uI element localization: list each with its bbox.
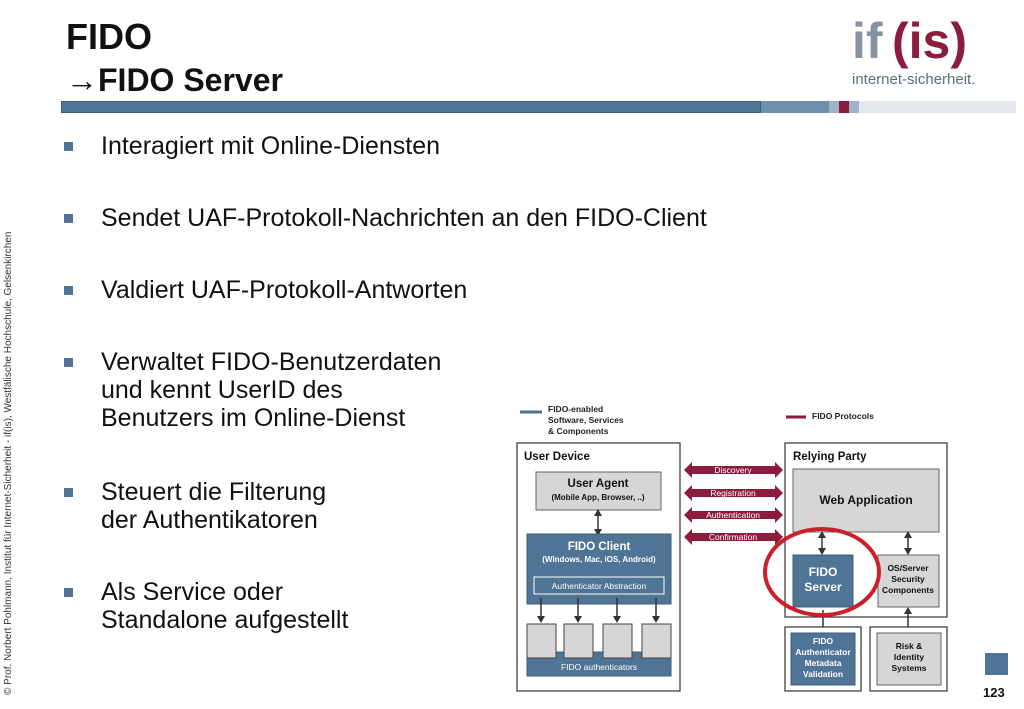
subtitle-text: FIDO Server (98, 62, 283, 98)
page-number: 123 (983, 685, 1005, 700)
fido-server-box (792, 554, 854, 608)
legend-components-line1: FIDO-enabled (548, 404, 603, 414)
bullet-square-icon (64, 488, 73, 497)
webapp-connectors (818, 531, 912, 555)
logo-tagline: internet-sicherheit. (852, 71, 975, 88)
bullet-square-icon (64, 286, 73, 295)
fido-server-highlight-circle (763, 527, 881, 617)
registration-arrow (684, 485, 783, 501)
metadata-validation-box (790, 632, 856, 686)
web-application-label: Web Application (819, 493, 912, 507)
legend-protocols-label: FIDO Protocols (812, 411, 874, 421)
authentication-arrow (684, 507, 783, 523)
user-agent-sub: (Mobile App, Browser, ..) (551, 493, 644, 502)
bullet-square-icon (64, 142, 73, 151)
authenticator-device (602, 623, 633, 659)
user-device-label: User Device (524, 451, 590, 463)
os-server-line3: Components (882, 585, 934, 595)
slide-title: FIDO (66, 16, 152, 57)
bullet-square-icon (64, 588, 73, 597)
slide-subtitle: →FIDO Server (66, 62, 283, 99)
os-server-line1: OS/Server (887, 563, 929, 573)
authenticator-device (641, 623, 672, 659)
page-number-box (985, 653, 1008, 675)
bullet-square-icon (64, 214, 73, 223)
authenticator-abstraction-label: Authenticator Abstraction (552, 581, 647, 591)
copyright-sidebar: © Prof. Norbert Pohlmann, Institut für I… (3, 231, 14, 695)
authenticator-abstraction-box (533, 576, 665, 595)
metadata-line3: Metadata (805, 658, 842, 668)
header-bar (61, 101, 1016, 113)
relying-party-label: Relying Party (793, 451, 867, 463)
os-server-line2: Security (891, 574, 925, 584)
ifis-logo: if (is) internet-sicherheit. (852, 13, 975, 88)
metadata-line1: FIDO (813, 636, 834, 646)
authenticator-device (563, 623, 594, 659)
protocol-confirmation-label: Confirmation (709, 532, 757, 542)
right-arrow-icon: → (66, 62, 98, 98)
protocol-registration-label: Registration (710, 488, 756, 498)
os-server-security-box (877, 554, 940, 608)
metadata-line4: Validation (803, 669, 843, 679)
bullet-square-icon (64, 358, 73, 367)
risk-line1: Risk & (896, 641, 922, 651)
user-agent-box (535, 471, 662, 511)
fido-client-sub: (Windows, Mac, iOS, Android) (542, 555, 656, 564)
risk-identity-box (876, 632, 942, 686)
fido-architecture-diagram: FIDO-enabled Software, Services & Compon… (516, 404, 948, 692)
logo-part2: (is) (892, 13, 967, 69)
confirmation-arrow (684, 529, 783, 545)
legend-components-line3: & Components (548, 426, 609, 436)
legend-components-line2: Software, Services (548, 415, 624, 425)
risk-line3: Systems (892, 663, 927, 673)
client-authenticator-connectors (537, 598, 660, 623)
risk-line2: Identity (894, 652, 924, 662)
discovery-arrow (684, 462, 783, 478)
user-agent-label: User Agent (568, 478, 629, 490)
fido-server-line2: Server (804, 580, 842, 594)
logo-part1: if (852, 13, 883, 69)
protocol-authentication-label: Authentication (706, 510, 760, 520)
fido-client-label: FIDO Client (568, 541, 631, 553)
fido-authenticators-label: FIDO authenticators (561, 662, 637, 672)
web-application-box (792, 468, 940, 533)
metadata-line2: Authenticator (795, 647, 851, 657)
protocol-discovery-label: Discovery (714, 465, 752, 475)
protocol-arrows (684, 462, 783, 545)
fido-server-line1: FIDO (809, 565, 838, 579)
authenticator-device (526, 623, 557, 659)
